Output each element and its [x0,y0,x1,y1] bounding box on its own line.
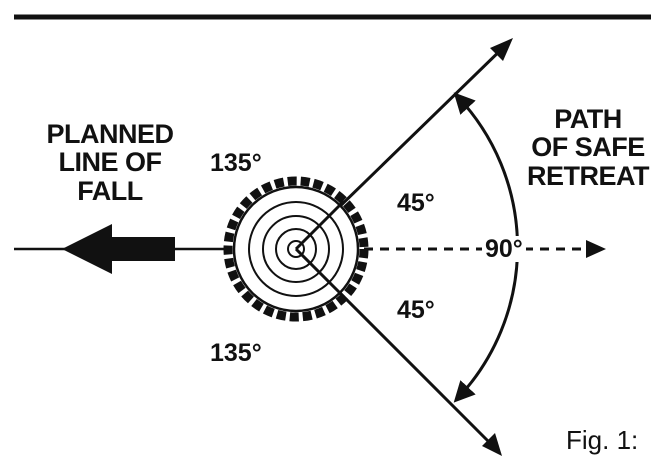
angle-label-upper-right: 45° [397,189,435,217]
growth-ring [262,215,330,283]
angle-label-ninety: 90° [482,236,526,262]
angle-label-lower-left: 135° [210,339,262,367]
tree-stump [223,176,369,322]
path-of-safe-retreat-label: PATH OF SAFE RETREAT [525,105,651,190]
retreat-label-line-2: OF SAFE [531,132,645,163]
growth-ring [275,228,317,270]
planned-label-line-3: FALL [77,175,143,206]
retreat-label-line-3: RETREAT [527,160,650,191]
lower-retreat-arrowhead [482,433,502,456]
fall-direction-arrow [62,224,175,274]
figure-caption: Fig. 1: [566,425,639,455]
growth-ring [248,201,344,297]
angle-label-lower-right: 45° [397,296,435,324]
growth-ring [287,240,305,258]
planned-line-of-fall-label: PLANNED LINE OF FALL [30,120,190,205]
planned-label-line-1: PLANNED [46,119,174,149]
angle-label-upper-left: 135° [210,149,262,177]
retreat-label-line-1: PATH [554,104,622,134]
planned-label-line-2: LINE OF [58,147,163,178]
upper-retreat-arrowhead [490,38,513,61]
dashed-line-arrowhead [586,240,606,258]
